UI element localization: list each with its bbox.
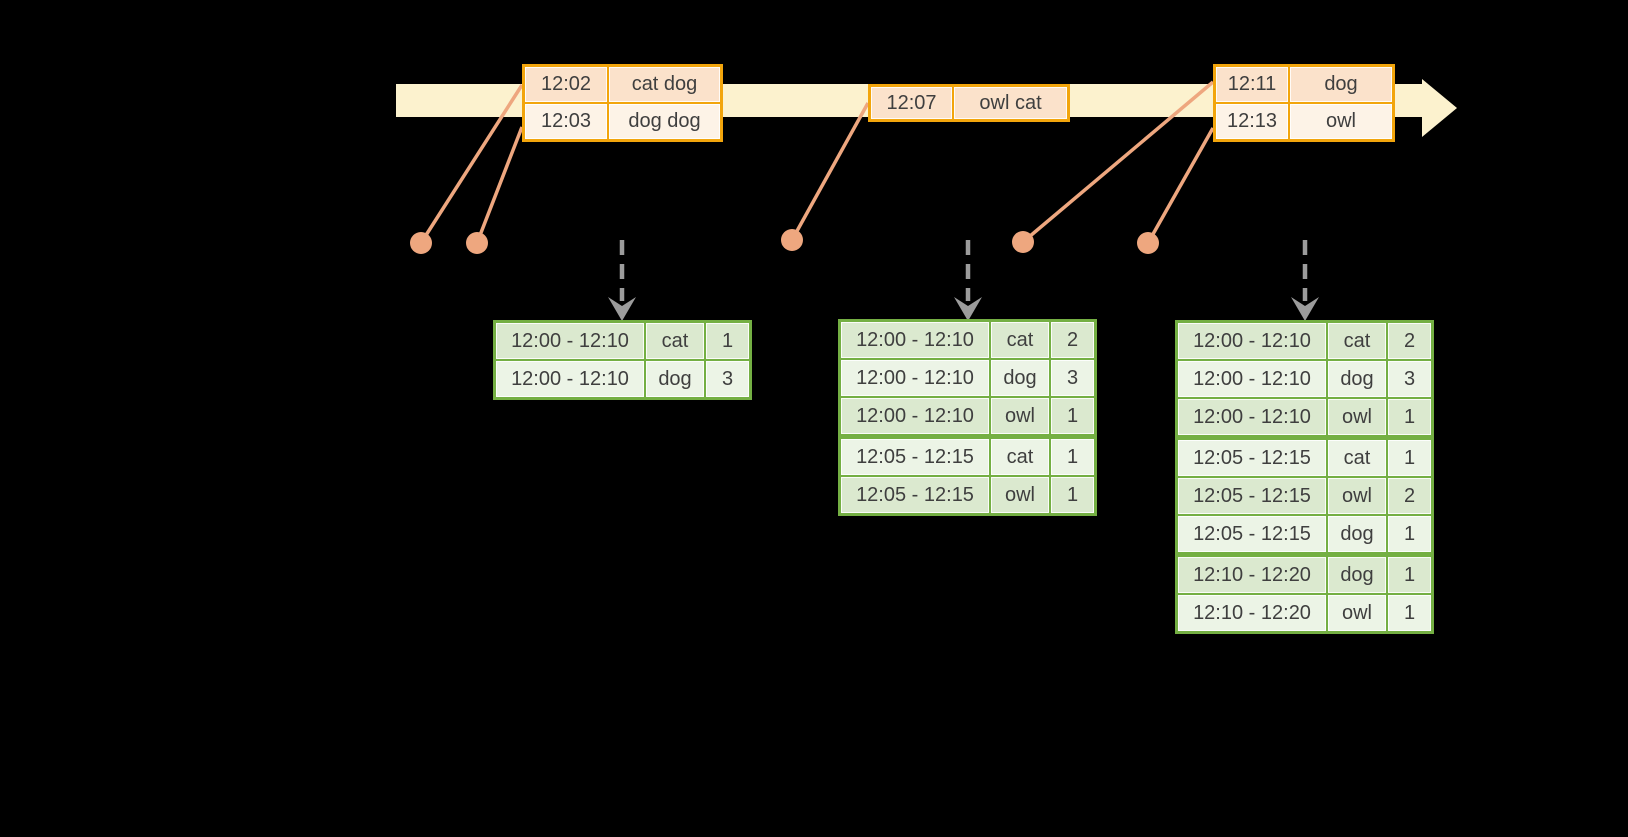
leader-line-5 (1146, 127, 1215, 244)
trigger-arrowhead-3-icon (1291, 297, 1319, 321)
window-range-cell: 12:05 - 12:15 (1178, 478, 1326, 514)
count-cell: 2 (1051, 322, 1094, 358)
event-words-cell: dog dog (609, 104, 720, 139)
word-cell: owl (991, 398, 1049, 434)
word-cell: owl (991, 477, 1049, 513)
window-range-cell: 12:00 - 12:10 (496, 361, 644, 397)
window-range-cell: 12:00 - 12:10 (841, 360, 989, 396)
word-cell: cat (991, 439, 1049, 475)
event-time-cell: 12:07 (871, 87, 952, 119)
count-cell: 1 (1388, 440, 1431, 476)
count-cell: 1 (1388, 557, 1431, 593)
count-cell: 1 (1388, 516, 1431, 552)
count-cell: 3 (1051, 360, 1094, 396)
leader-line-4 (1021, 80, 1215, 244)
word-cell: cat (646, 323, 704, 359)
word-cell: owl (1328, 399, 1386, 435)
event-words-cell: dog (1290, 67, 1392, 102)
window-range-cell: 12:10 - 12:20 (1178, 595, 1326, 631)
leader-line-2 (475, 126, 524, 244)
count-cell: 1 (1051, 398, 1094, 434)
word-cell: cat (1328, 440, 1386, 476)
trigger-arrowhead-1-icon (608, 297, 636, 321)
word-cell: dog (1328, 557, 1386, 593)
window-range-cell: 12:05 - 12:15 (1178, 440, 1326, 476)
event-words-cell: owl (1290, 104, 1392, 139)
window-range-cell: 12:00 - 12:10 (496, 323, 644, 359)
count-cell: 2 (1388, 478, 1431, 514)
count-cell: 3 (706, 361, 749, 397)
count-cell: 1 (1388, 399, 1431, 435)
event-dot-3 (781, 229, 803, 251)
word-cell: dog (991, 360, 1049, 396)
window-range-cell: 12:00 - 12:10 (1178, 323, 1326, 359)
event-dot-5 (1137, 232, 1159, 254)
trigger-arrowheads (608, 297, 1319, 321)
window-range-cell: 12:00 - 12:10 (1178, 361, 1326, 397)
count-cell: 1 (1051, 439, 1094, 475)
word-cell: dog (646, 361, 704, 397)
event-dot-1 (410, 232, 432, 254)
word-cell: dog (1328, 516, 1386, 552)
event-time-cell: 12:03 (525, 104, 607, 139)
count-cell: 1 (706, 323, 749, 359)
event-dot-2 (466, 232, 488, 254)
event-time-cell: 12:02 (525, 67, 607, 102)
window-range-cell: 12:10 - 12:20 (1178, 557, 1326, 593)
window-range-cell: 12:00 - 12:10 (1178, 399, 1326, 435)
word-cell: dog (1328, 361, 1386, 397)
count-cell: 2 (1388, 323, 1431, 359)
window-range-cell: 12:00 - 12:10 (841, 398, 989, 434)
event-words-cell: owl cat (954, 87, 1067, 119)
event-dots (410, 229, 1159, 254)
word-cell: owl (1328, 595, 1386, 631)
window-range-cell: 12:05 - 12:15 (841, 477, 989, 513)
leader-line-3 (790, 102, 870, 241)
event-time-cell: 12:11 (1216, 67, 1288, 102)
window-range-cell: 12:00 - 12:10 (841, 322, 989, 358)
word-cell: cat (1328, 323, 1386, 359)
trigger-arrowhead-2-icon (954, 297, 982, 321)
leader-lines (419, 80, 1215, 244)
leader-line-1 (419, 84, 524, 244)
trigger-arrow-shafts (619, 240, 1308, 301)
event-words-cell: cat dog (609, 67, 720, 102)
word-cell: cat (991, 322, 1049, 358)
window-range-cell: 12:05 - 12:15 (1178, 516, 1326, 552)
count-cell: 1 (1388, 595, 1431, 631)
count-cell: 1 (1051, 477, 1094, 513)
word-cell: owl (1328, 478, 1386, 514)
count-cell: 3 (1388, 361, 1431, 397)
event-dot-4 (1012, 231, 1034, 253)
timeline-arrowhead-icon (1422, 79, 1457, 137)
event-time-cell: 12:13 (1216, 104, 1288, 139)
window-range-cell: 12:05 - 12:15 (841, 439, 989, 475)
